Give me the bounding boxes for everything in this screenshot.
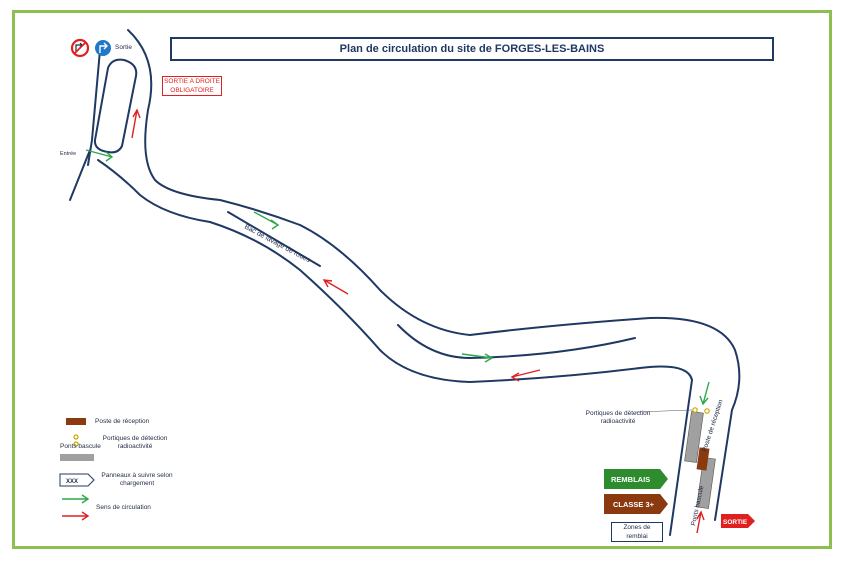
legend-symbols — [59, 418, 95, 487]
mandatory-exit-box: SORTIE A DROITE OBLIGATOIRE — [162, 76, 222, 96]
arrow-green-entry — [85, 149, 114, 162]
page-title: Plan de circulation du site de FORGES-LE… — [170, 37, 774, 61]
sortie-sign-label: SORTIE — [723, 519, 748, 526]
pont-bascule-1 — [684, 411, 704, 463]
legend-pont-icon — [60, 454, 94, 461]
right-turn-sign — [95, 40, 111, 56]
classe3-sign-label: CLASSE 3+ — [613, 500, 655, 509]
legend-portique-label: Portiques de détection radioactivité — [102, 435, 168, 450]
arrow-red-exit — [131, 108, 141, 139]
legend-poste-label: Poste de réception — [95, 418, 150, 425]
legend-sens-label: Sens de circulation — [96, 504, 151, 511]
arrow-red-wash — [322, 279, 349, 295]
arrow-red-lower — [510, 369, 541, 382]
red-arrows — [62, 108, 705, 534]
reception-equipment — [635, 407, 716, 509]
portique-pointer — [635, 409, 693, 413]
traffic-arrows — [62, 108, 710, 534]
legend-panneau-sample: XXX — [66, 479, 78, 485]
poste-reception-block — [696, 447, 710, 471]
arrow-green-wash — [253, 211, 280, 230]
sortie-sign — [721, 514, 755, 528]
label-poste-reception-road: Poste de réception — [701, 399, 725, 453]
portiques-label: Portiques de détection radioactivité — [585, 410, 651, 425]
green-arrows — [62, 149, 710, 504]
legend-panneau-label: Panneaux à suivre selon chargement — [101, 472, 173, 487]
map-frame — [12, 10, 832, 549]
portique-1 — [692, 407, 698, 413]
legend-panneau-icon — [59, 473, 95, 487]
road-main-outer-2 — [209, 221, 694, 536]
road-entry-left — [69, 149, 91, 201]
classe3-sign — [604, 494, 668, 514]
road-outer-top — [127, 29, 301, 226]
legend-portique-icon-2 — [73, 441, 79, 447]
legend-pont-label: Ponts bascule — [60, 443, 101, 450]
arrow-green-lower — [461, 353, 494, 363]
divider-wash — [227, 211, 321, 267]
remblais-sign — [604, 469, 668, 489]
pont-bascule-2 — [696, 457, 716, 509]
sortie-label: Sortie — [115, 44, 132, 51]
arrow-red-bascule — [696, 510, 705, 534]
road-outer-left — [87, 49, 101, 166]
legend-arrow-red — [62, 511, 90, 521]
road-main-outer — [299, 224, 741, 521]
divider-lower — [397, 324, 636, 360]
label-bac-lavage: Bac de lavage de roues — [243, 224, 312, 265]
direction-signs — [604, 469, 755, 528]
zones-remblai-box: Zones de remblai — [611, 522, 663, 542]
no-left-turn-sign — [70, 38, 90, 58]
legend-poste-icon — [66, 418, 86, 425]
arrow-green-reception — [699, 381, 710, 406]
entree-label: Entrée — [60, 151, 77, 157]
road-inner-bend — [97, 159, 211, 223]
legend-portique-icon-1 — [73, 434, 79, 440]
road-loop-inner — [93, 58, 138, 154]
remblais-sign-label: REMBLAIS — [611, 475, 650, 484]
legend-arrow-green — [62, 494, 90, 504]
portique-2 — [704, 408, 710, 414]
road-network — [69, 29, 741, 536]
